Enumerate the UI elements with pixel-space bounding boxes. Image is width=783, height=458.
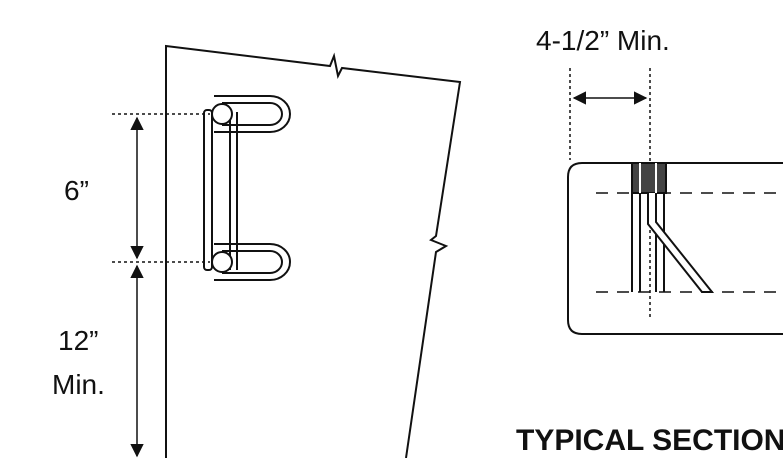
pin-top (211, 103, 233, 125)
diagonal-leg (647, 193, 715, 293)
spacing-label: 6” (64, 175, 89, 206)
dimension-lines-left (112, 113, 210, 458)
edge-distance-label-line2: Min. (52, 369, 105, 400)
slab-outline (567, 162, 783, 335)
panel-elevation (165, 44, 462, 458)
upper-loop (214, 95, 291, 133)
anchor-loops (203, 95, 291, 281)
width-label: 4-1/2” Min. (536, 25, 670, 56)
anchor-plate (631, 162, 667, 194)
section-dimension (569, 68, 651, 318)
lower-loop (214, 243, 291, 281)
panel-outline (165, 44, 462, 458)
pin-bottom (211, 251, 233, 273)
vertical-bar-outer (203, 109, 213, 271)
section-anchor (631, 162, 715, 293)
section-title: TYPICAL SECTION (516, 424, 783, 457)
section-slab (567, 162, 783, 335)
edge-distance-label-line1: 12” (58, 325, 98, 356)
